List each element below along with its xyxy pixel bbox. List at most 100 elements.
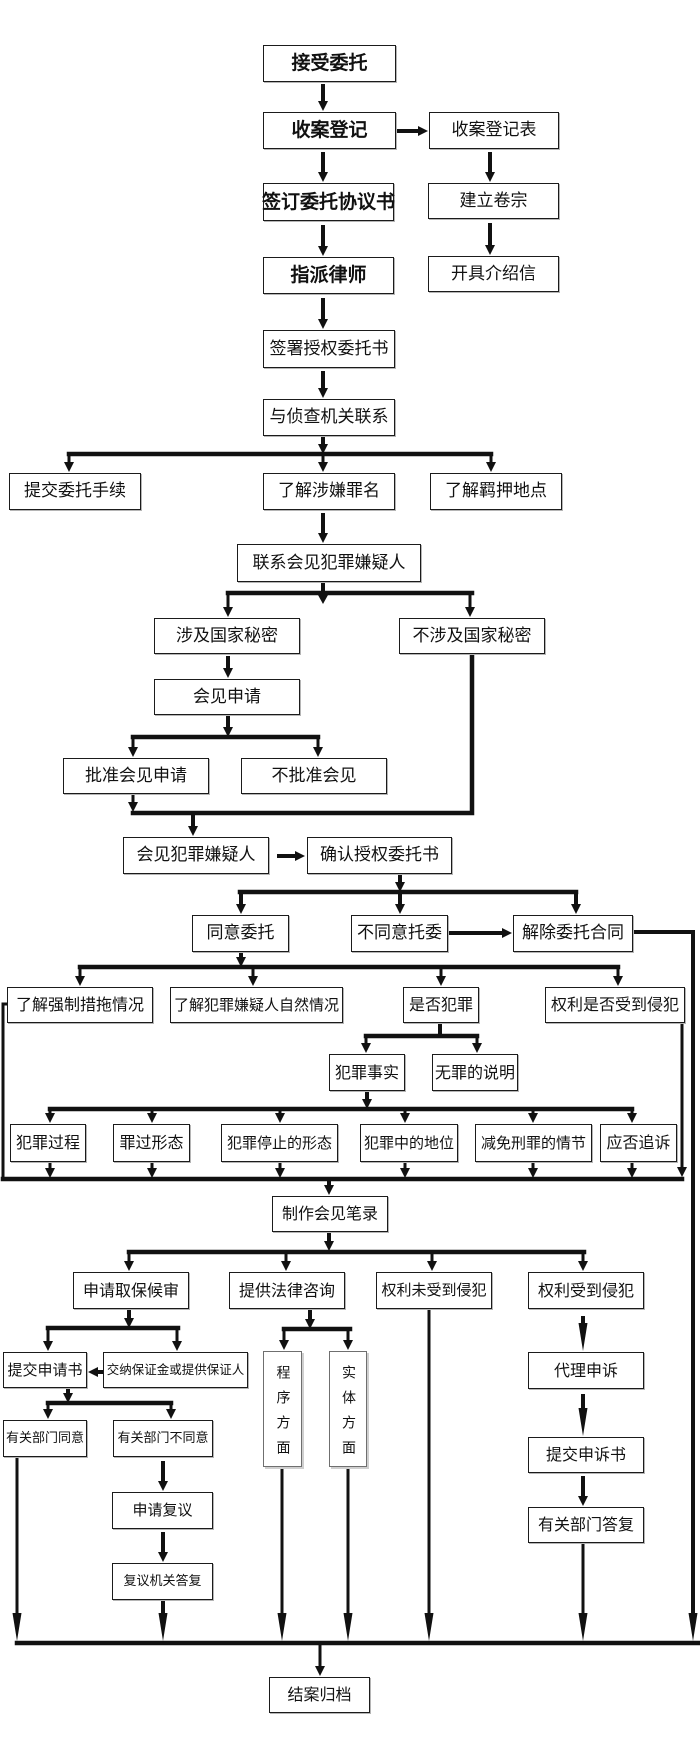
node-label: 犯罪事实 bbox=[334, 1062, 399, 1082]
node-crime-detail: 犯罪过程 bbox=[10, 1124, 86, 1162]
node-meeting-application: 会见申请 bbox=[154, 679, 300, 715]
node-case-registration: 收案登记 bbox=[263, 112, 396, 149]
node-confirm-authorization: 确认授权委托书 bbox=[307, 837, 452, 874]
node-learn-detention-place: 了解羁押地点 bbox=[430, 473, 562, 510]
node-label: 签订委托协议书 bbox=[262, 190, 396, 213]
line-no-secrets-to-merge bbox=[130, 651, 475, 816]
node-label: 与侦查机关联系 bbox=[269, 407, 389, 427]
node-label: 有关部门答复 bbox=[537, 1515, 634, 1534]
node-label: 不同意托委 bbox=[357, 923, 442, 943]
node-dept-agree: 有关部门同意 bbox=[3, 1420, 87, 1457]
node-meet-suspect: 会见犯罪嫌疑人 bbox=[123, 837, 269, 874]
node-learn-charges: 了解涉嫌罪名 bbox=[263, 473, 395, 510]
node-deny-meeting: 不批准会见 bbox=[241, 758, 387, 794]
node-label: 结案归档 bbox=[287, 1685, 352, 1704]
node-label: 代理申诉 bbox=[553, 1360, 618, 1380]
node-terminate-contract: 解除委托合同 bbox=[513, 915, 633, 952]
node-procedural-aspect: 程序方面 bbox=[263, 1351, 302, 1467]
node-agree: 同意委托 bbox=[192, 915, 289, 952]
node-label: 制作会见笔录 bbox=[281, 1204, 378, 1223]
node-label: 犯罪中的地位 bbox=[363, 1133, 454, 1152]
node-label: 会见申请 bbox=[193, 686, 261, 707]
node-label: 收案登记表 bbox=[451, 120, 537, 140]
node-label: 程序方面 bbox=[274, 1364, 291, 1465]
node-sign-authorization: 签署授权委托书 bbox=[263, 330, 395, 368]
node-disagree: 不同意托委 bbox=[351, 915, 448, 952]
node-crime-detail: 犯罪停止的形态 bbox=[221, 1124, 338, 1162]
node-label: 了解涉嫌罪名 bbox=[278, 481, 380, 501]
node-guarantee: 交纳保证金或提供保证人 bbox=[103, 1352, 248, 1388]
node-label: 提交申诉书 bbox=[545, 1445, 626, 1464]
node-label: 联系会见犯罪嫌疑人 bbox=[252, 552, 406, 573]
node-sign-agreement: 签订委托协议书 bbox=[262, 183, 396, 221]
node-label: 申请取保候审 bbox=[82, 1280, 179, 1300]
node-label: 不涉及国家秘密 bbox=[412, 625, 532, 646]
node-crime-detail: 应否追诉 bbox=[600, 1124, 677, 1162]
node-label: 接受委托 bbox=[291, 52, 368, 74]
node-reconsideration: 申请复议 bbox=[112, 1492, 213, 1529]
node-dept-disagree: 有关部门不同意 bbox=[113, 1420, 213, 1457]
node-label: 确认授权委托书 bbox=[320, 845, 439, 865]
node-label: 提交委托手续 bbox=[24, 481, 126, 501]
node-label: 提交申请书 bbox=[7, 1360, 83, 1379]
node-label: 签署授权委托书 bbox=[269, 338, 389, 359]
node-label: 罪过形态 bbox=[119, 1133, 184, 1152]
node-rights-violated: 权利受到侵犯 bbox=[528, 1272, 644, 1309]
node-label: 是否犯罪 bbox=[408, 995, 473, 1014]
node-label: 会见犯罪嫌疑人 bbox=[136, 845, 256, 865]
node-label: 权利是否受到侵犯 bbox=[550, 995, 679, 1014]
node-label: 提供法律咨询 bbox=[238, 1280, 335, 1300]
node-legal-advice: 提供法律咨询 bbox=[229, 1272, 345, 1309]
node-label: 不批准会见 bbox=[271, 765, 357, 786]
node-label: 同意委托 bbox=[206, 923, 275, 943]
arrowhead-center-secrets bbox=[318, 595, 328, 604]
node-case-registration-form: 收案登记表 bbox=[429, 112, 559, 149]
node-accept-entrustment: 接受委托 bbox=[263, 45, 396, 82]
node-meeting-record: 制作会见笔录 bbox=[272, 1196, 388, 1232]
node-substantive-aspect: 实体方面 bbox=[329, 1351, 367, 1467]
node-agent-appeal: 代理申诉 bbox=[528, 1352, 644, 1389]
node-label: 无罪的说明 bbox=[434, 1062, 515, 1082]
node-submit-procedures: 提交委托手续 bbox=[9, 473, 141, 510]
node-label: 实体方面 bbox=[340, 1364, 356, 1465]
node-crime-detail: 犯罪中的地位 bbox=[360, 1124, 458, 1162]
node-label: 申请复议 bbox=[132, 1501, 193, 1519]
node-label: 权利受到侵犯 bbox=[537, 1280, 634, 1300]
node-label: 交纳保证金或提供保证人 bbox=[106, 1361, 245, 1377]
node-crime-facts: 犯罪事实 bbox=[329, 1054, 405, 1091]
node-no-state-secrets: 不涉及国家秘密 bbox=[399, 618, 545, 654]
node-label: 解除委托合同 bbox=[522, 923, 624, 943]
node-label: 应否追诉 bbox=[606, 1133, 671, 1152]
node-rights-not-violated: 权利未受到侵犯 bbox=[376, 1272, 492, 1309]
node-dept-reply: 有关部门答复 bbox=[528, 1507, 644, 1543]
node-rights-violated-question: 权利是否受到侵犯 bbox=[545, 987, 685, 1023]
node-label: 批准会见申请 bbox=[85, 765, 187, 786]
node-label: 犯罪停止的形态 bbox=[226, 1133, 332, 1152]
node-label: 减免刑罪的情节 bbox=[480, 1133, 586, 1152]
node-label: 了解羁押地点 bbox=[445, 481, 547, 501]
node-contact-meeting: 联系会见犯罪嫌疑人 bbox=[237, 544, 421, 582]
line-terminate-to-close bbox=[633, 930, 698, 1641]
node-label: 权利未受到侵犯 bbox=[381, 1281, 487, 1299]
node-label: 开具介绍信 bbox=[451, 263, 536, 284]
node-label: 收案登记 bbox=[291, 119, 368, 141]
node-suspect-info: 了解犯罪嫌疑人自然情况 bbox=[170, 987, 343, 1023]
node-coercive-measures: 了解强制措拖情况 bbox=[7, 987, 153, 1023]
node-crime-detail: 罪过形态 bbox=[113, 1124, 190, 1162]
node-create-file: 建立卷宗 bbox=[428, 183, 559, 219]
node-contact-investigation: 与侦查机关联系 bbox=[263, 399, 395, 436]
line-coercive-to-merge bbox=[1, 1002, 7, 1179]
node-label: 了解犯罪嫌疑人自然情况 bbox=[173, 995, 339, 1014]
node-label: 犯罪过程 bbox=[15, 1133, 80, 1152]
node-crime-detail: 减免刑罪的情节 bbox=[475, 1124, 592, 1162]
node-assign-lawyer: 指派律师 bbox=[263, 257, 394, 294]
node-submit-application: 提交申请书 bbox=[3, 1352, 87, 1388]
node-bail-application: 申请取保候审 bbox=[73, 1272, 189, 1309]
node-label: 了解强制措拖情况 bbox=[15, 995, 144, 1014]
node-label: 复议机关答复 bbox=[123, 1574, 202, 1589]
node-submit-appeal: 提交申诉书 bbox=[528, 1437, 644, 1473]
node-label: 指派律师 bbox=[290, 264, 367, 286]
node-close-case: 结案归档 bbox=[269, 1677, 370, 1713]
